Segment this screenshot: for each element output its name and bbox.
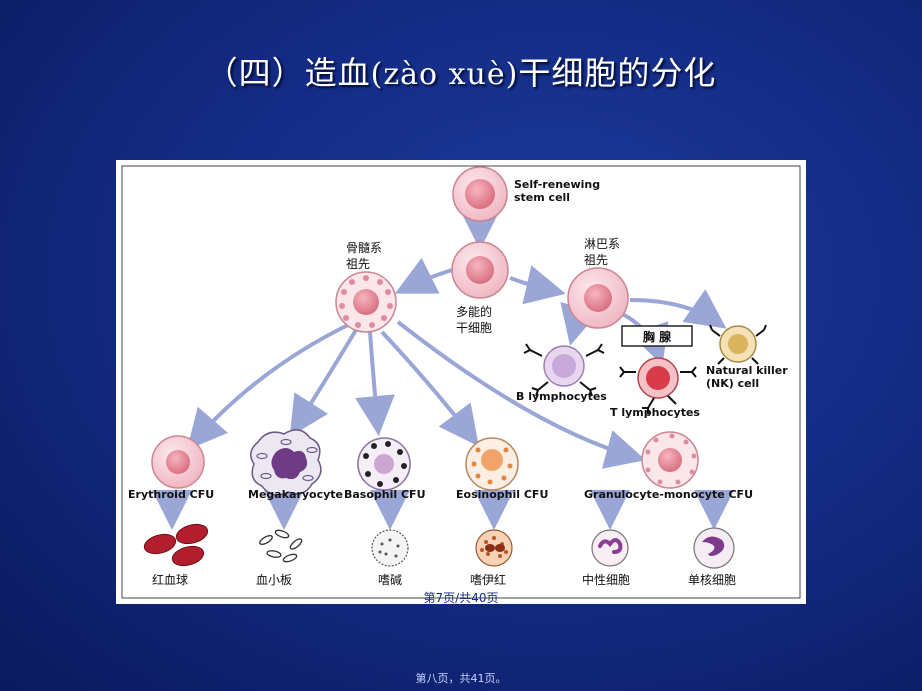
platelet-label: 血小板: [256, 573, 292, 587]
megakaryocyte-icon: [250, 429, 322, 496]
eosinophil-cfu-icon: [465, 437, 519, 491]
megakaryocyte-label: Megakaryocyte: [248, 488, 343, 501]
stem-cell-icon: [452, 166, 508, 222]
arrow-to-lymphoid: [509, 265, 566, 305]
neutrophil-icon: [591, 529, 629, 567]
basophil-icon: [371, 529, 409, 567]
arrow-to-basophil: [355, 331, 395, 436]
arrow-to-eosinophil: [380, 330, 479, 447]
thymus-label: 胸 腺: [643, 329, 672, 344]
diagram-border: [121, 165, 801, 599]
erythroid-cfu-label: Erythroid CFU: [128, 488, 214, 501]
title-suffix: 干细胞的分化: [518, 54, 717, 92]
red-blood-cells-icon: [143, 523, 209, 567]
thymus-box: [621, 325, 693, 347]
granulocyte-monocyte-cfu-icon: [641, 431, 699, 489]
slide-title: （四）造血(zào xuè)干细胞的分化: [0, 48, 922, 94]
basophil-cn-label: 嗜碱: [378, 573, 402, 587]
t-lymphocytes-label: T lymphocytes: [610, 406, 700, 419]
title-prefix: （四）造血: [205, 54, 371, 92]
lymphoid-label: 淋巴系祖先: [584, 237, 620, 267]
platelets-icon: [259, 529, 303, 563]
arrow-to-nk: [629, 289, 727, 329]
multipotent-cell-icon: [451, 241, 509, 299]
rbc-label: 红血球: [152, 572, 188, 587]
inner-page-number: 第7页/共40页: [423, 591, 499, 605]
granulocyte-monocyte-label: Granulocyte-monocyte CFU: [584, 488, 753, 501]
arrow-to-erythroid: [186, 322, 351, 451]
multipotent-label: 多能的干细胞: [456, 304, 492, 335]
title-pinyin: (zào xuè): [370, 57, 519, 92]
lymphoid-progenitor-icon: [567, 267, 629, 329]
basophil-cfu-label: Basophil CFU: [344, 488, 426, 501]
eosinophil-cfu-label: Eosinophil CFU: [456, 488, 548, 501]
monocyte-icon: [693, 527, 735, 569]
arrow-to-myeloid: [394, 257, 453, 294]
myeloid-progenitor-icon: [335, 271, 397, 333]
nk-cell-icon: [709, 324, 767, 365]
myeloid-label: 骨髓系祖先: [346, 241, 382, 271]
arrow-to-megakaryocyte: [289, 328, 358, 437]
t-lymphocyte-icon: [619, 357, 697, 414]
b-lymphocyte-icon: [523, 343, 605, 397]
outer-page-number: 第八页，共41页。: [415, 672, 507, 685]
neutrophil-label: 中性细胞: [582, 572, 630, 587]
erythroid-cfu-icon: [151, 435, 205, 489]
nk-cell-label: Natural killer(NK) cell: [706, 364, 788, 390]
eosinophil-cn-label: 嗜伊红: [470, 572, 506, 587]
monocyte-label: 单核细胞: [688, 573, 736, 587]
arrow-to-granulocyte: [396, 320, 646, 469]
arrows: [152, 210, 734, 530]
basophil-cfu-icon: [357, 437, 411, 491]
b-lymphocytes-label: B lymphocytes: [516, 390, 607, 403]
eosinophil-icon: [475, 529, 513, 567]
